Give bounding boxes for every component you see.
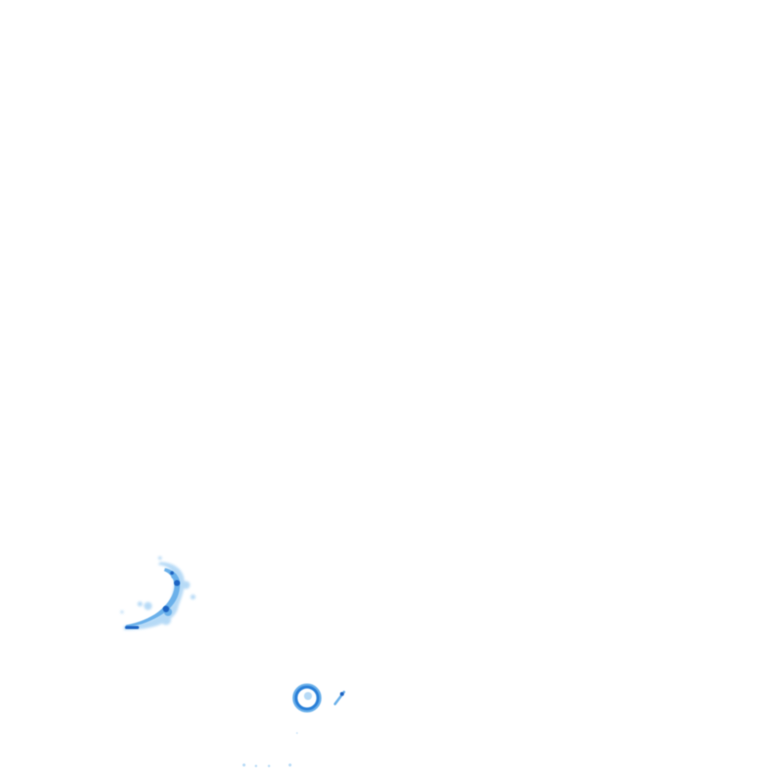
hook-echo [120, 556, 196, 630]
ring-cell [292, 683, 322, 713]
bottom-speckles [242, 732, 298, 768]
small-streak [333, 690, 346, 706]
